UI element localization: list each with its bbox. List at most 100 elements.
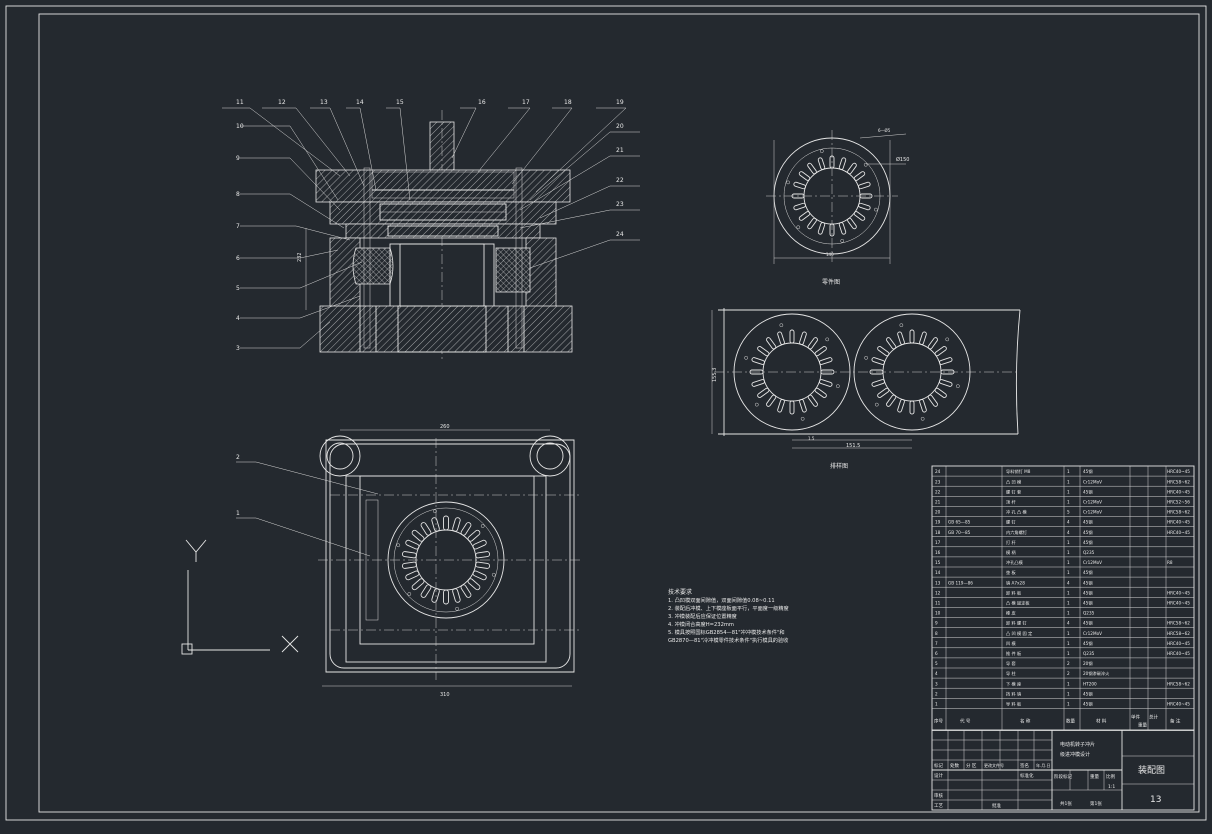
slot <box>472 570 487 581</box>
bom-cell-qty: 1 <box>1067 681 1070 686</box>
bom-cell-note: HRC40~45 <box>1167 590 1190 595</box>
slot <box>820 369 835 375</box>
bom-cell-name: 凸 模 固定板 <box>1006 600 1030 607</box>
bom-header-name: 名 称 <box>1020 717 1031 724</box>
bom-cell-qty: 1 <box>1067 631 1070 636</box>
bom-cell-name: 打 杆 <box>1006 539 1017 546</box>
slot <box>475 551 491 559</box>
bom-cell-qty: 2 <box>1067 671 1070 676</box>
slot <box>467 529 481 542</box>
hole <box>786 180 790 185</box>
bom-cell-qty: 1 <box>1067 702 1070 707</box>
callouts-right: 20 21 22 23 24 <box>616 123 624 238</box>
hole <box>863 162 868 167</box>
blank-part-view[interactable]: 140 Ø150 6—Ø5 零件图 <box>766 128 909 286</box>
callout: 20 <box>616 123 624 130</box>
strip-view-caption: 排样图 <box>830 462 848 470</box>
bom-cell-material: 20钢渗碳淬火 <box>1083 670 1110 677</box>
slot <box>927 394 938 407</box>
title-date: 年.月.日 <box>1036 762 1051 768</box>
bom-cell-note: HRC40~45 <box>1167 651 1190 656</box>
bom-cell-no: 3 <box>935 681 938 686</box>
slot <box>443 515 449 531</box>
slot <box>460 522 472 536</box>
bom-cell-note: HRC52~56 <box>1167 500 1190 505</box>
slot <box>431 588 440 603</box>
hole <box>779 323 784 328</box>
section-view[interactable]: 232 <box>222 99 640 360</box>
bom-cell-name: 凸 凹 模 <box>1006 478 1022 485</box>
bom-header-note: 备 注 <box>1170 717 1181 724</box>
slot <box>452 517 461 532</box>
bom-cell-name: 内六角螺钉 <box>1006 529 1028 536</box>
callout: 5 <box>236 285 240 292</box>
bom-cell-note: HRC40~45 <box>1167 530 1190 535</box>
bom-cell-name: 卸 料 板 <box>1006 589 1022 596</box>
slot <box>807 337 818 350</box>
slot <box>871 379 885 387</box>
bom-cell-name: 冲 孔 凸 模 <box>1006 509 1028 516</box>
slot <box>817 222 826 235</box>
bom-header-weight: 重量 <box>1138 721 1147 728</box>
drawing-frame <box>5 5 1207 821</box>
tech-requirement-line: 5. 模具按照国标GB2854—81"冲冲模技术条件"和 <box>668 628 785 636</box>
bom-cell-material: 45钢 <box>1083 690 1093 697</box>
bom-cell-name: 推 件 板 <box>1006 650 1022 657</box>
bom-cell-material: 45钢 <box>1083 589 1093 596</box>
bom-cell-no: 15 <box>935 560 941 565</box>
bom-cell-name: 顶 杆 <box>1006 499 1017 506</box>
title-mark: 标记 <box>934 762 943 769</box>
slot <box>807 162 817 175</box>
strip-layout-view[interactable]: 155.3 1.5 151.5 排样图 <box>711 308 1021 470</box>
bom-cell-qty: 1 <box>1067 641 1070 646</box>
slot <box>909 400 915 415</box>
bom-cell-no: 8 <box>935 631 938 636</box>
slot <box>838 157 847 170</box>
bom-cell-material: 45钢 <box>1083 600 1093 607</box>
bom-cell-no: 22 <box>935 489 941 494</box>
hole <box>945 337 950 342</box>
slot <box>793 202 806 211</box>
hole <box>819 149 824 153</box>
callout: 21 <box>616 147 624 154</box>
hole <box>874 207 878 212</box>
slot <box>757 346 770 357</box>
bom-cell-name: 冲孔凸模 <box>1006 559 1024 566</box>
slot <box>472 539 487 550</box>
hole <box>920 416 925 421</box>
bom-cell-code: GB 70—85 <box>948 530 971 535</box>
bom-cell-name: 橡 皮 <box>1006 610 1016 617</box>
slot <box>939 379 953 387</box>
slot <box>877 387 890 398</box>
bom-cell-material: Cr12MoV <box>1083 500 1102 505</box>
bom-cell-material: 45钢 <box>1083 701 1093 708</box>
bom-cell-material: 45钢 <box>1083 640 1093 647</box>
hole <box>480 524 485 528</box>
bom-cell-name: 凸 凹 模 固 定 <box>1006 630 1032 637</box>
bom-cell-name: 螺 钉 套 <box>1006 488 1022 495</box>
slot <box>858 202 871 211</box>
callout: 10 <box>236 123 244 130</box>
bom-cell-note: HRC40~45 <box>1167 702 1190 707</box>
slot <box>886 337 897 350</box>
callout: 18 <box>564 99 572 106</box>
slot <box>475 561 491 569</box>
title-block[interactable]: 标记 处数 分 区 更改文件号 签名 年.月.日 设计 标准化 审核 工艺 批准… <box>931 729 1195 811</box>
slot <box>401 561 417 569</box>
slot <box>460 584 472 598</box>
bom-cell-qty: 1 <box>1067 479 1070 484</box>
bom-cell-note: HRC40~45 <box>1167 520 1190 525</box>
tech-requirement-line: GB2870—81"冷冲模零件技术条件"执行模具的验收 <box>668 636 788 644</box>
plan-view[interactable]: 260 310 2 1 <box>236 424 580 698</box>
bom-cell-no: 5 <box>935 661 938 666</box>
slot <box>443 589 449 605</box>
slot <box>853 211 866 221</box>
bom-cell-code: GB 119—86 <box>948 580 973 585</box>
callout: 4 <box>236 315 240 322</box>
title-process: 工艺 <box>934 803 943 809</box>
hole <box>433 509 437 514</box>
tech-requirement-line: 4. 冲模闭合高度H=232mm <box>668 620 734 628</box>
project-name-line1: 电动机转子冲片 <box>1060 741 1095 748</box>
